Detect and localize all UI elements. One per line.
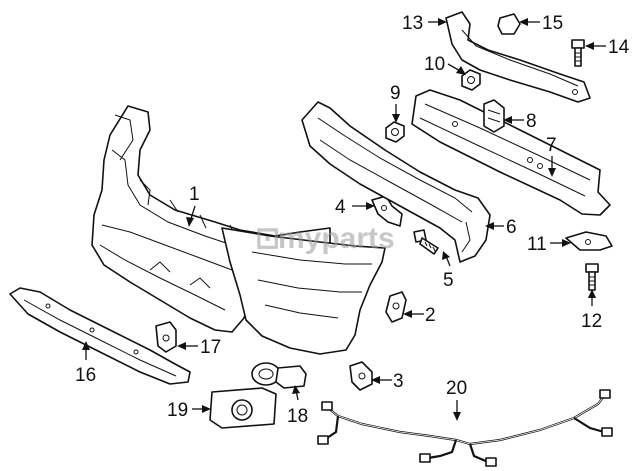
part-3-bracket <box>349 361 373 391</box>
callout-18: 18 <box>287 385 308 427</box>
callout-19-label: 19 <box>167 400 188 421</box>
callout-13-label: 13 <box>402 13 423 34</box>
watermark-icon: ⊡ <box>255 222 280 255</box>
callout-5-label: 5 <box>443 270 454 291</box>
callout-16-label: 16 <box>75 365 96 386</box>
part-2-lower-cover-panel <box>221 227 386 355</box>
callout-4: 4 <box>335 197 375 218</box>
callout-2-label: 2 <box>425 305 436 326</box>
callout-12-label: 12 <box>581 311 602 332</box>
part-19-camera-module <box>209 387 277 429</box>
callout-6-label: 6 <box>506 217 517 238</box>
callout-2: 2 <box>403 305 436 326</box>
callout-19: 19 <box>167 400 211 421</box>
part-12-bolt <box>585 263 599 291</box>
callout-1: 1 <box>186 184 200 227</box>
part-6-energy-absorber <box>301 101 491 263</box>
callout-3: 3 <box>371 371 404 392</box>
part-18-parking-sensor <box>251 362 307 389</box>
part-11-bracket <box>565 231 613 251</box>
part-14-bolt <box>571 39 585 67</box>
callout-4-label: 4 <box>335 197 346 218</box>
callout-14: 14 <box>585 37 630 58</box>
callout-17-label: 17 <box>200 337 221 358</box>
callout-15-label: 15 <box>542 13 563 34</box>
part-2-bracket <box>385 291 407 323</box>
callout-9: 9 <box>390 83 401 123</box>
callout-14-label: 14 <box>608 37 630 58</box>
callout-8: 8 <box>503 111 537 132</box>
part-15-clip <box>497 13 521 35</box>
callout-6: 6 <box>485 217 517 238</box>
part-13-upper-support <box>445 11 591 103</box>
part-5-bolt <box>413 229 439 255</box>
callout-13: 13 <box>402 13 447 34</box>
callout-9-label: 9 <box>390 83 401 104</box>
callout-15: 15 <box>519 13 563 34</box>
callout-11: 11 <box>527 234 571 255</box>
part-10-nut <box>461 69 481 91</box>
callout-16: 16 <box>75 341 96 386</box>
part-7-reinforcement-bar <box>411 89 611 216</box>
callout-17: 17 <box>177 337 221 358</box>
part-8-bracket <box>483 99 505 133</box>
callout-12: 12 <box>581 289 602 332</box>
part-17-bracket <box>155 321 177 353</box>
callout-1-label: 1 <box>189 184 200 205</box>
watermark: ⊡ myparts <box>255 222 395 255</box>
callout-3-label: 3 <box>393 371 404 392</box>
callout-10-label: 10 <box>424 54 445 75</box>
callout-18-label: 18 <box>287 406 308 427</box>
watermark-text: myparts <box>278 222 395 255</box>
callout-5: 5 <box>442 251 454 291</box>
part-20-wiring-harness <box>317 389 613 467</box>
callout-20-label: 20 <box>446 378 467 399</box>
callout-20: 20 <box>446 378 467 421</box>
callout-7-label: 7 <box>546 135 557 156</box>
part-9-nut <box>385 121 405 143</box>
callout-8-label: 8 <box>526 111 537 132</box>
part-16-lower-spoiler <box>9 287 191 385</box>
callout-11-label: 11 <box>527 234 547 255</box>
callout-7: 7 <box>546 135 557 177</box>
callout-10: 10 <box>424 54 466 75</box>
